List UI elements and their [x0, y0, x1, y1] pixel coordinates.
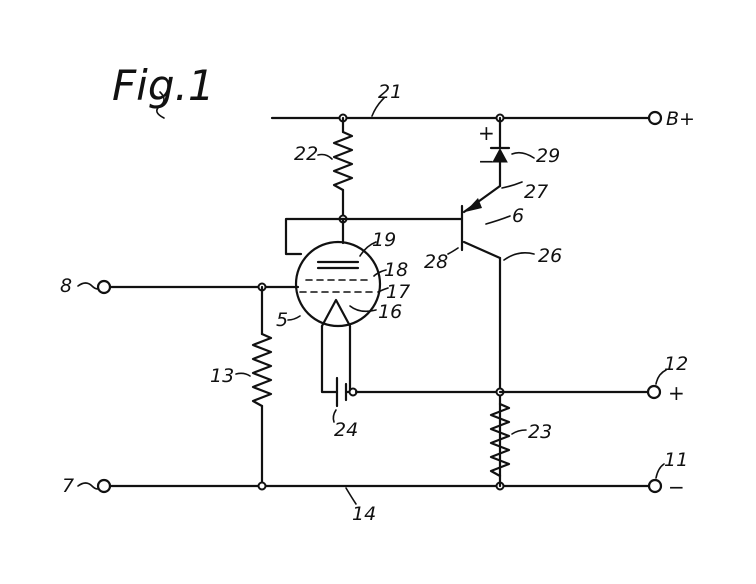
leader-5: [287, 315, 301, 321]
label-19: 19: [372, 229, 396, 251]
leader-6: [485, 215, 511, 225]
label-14: 14: [352, 503, 376, 525]
diode-29: + − 29: [478, 116, 560, 188]
diode-minus-sign: −: [478, 149, 495, 173]
label-21: 21: [378, 81, 402, 103]
label-24: 24: [334, 419, 358, 441]
label-17: 17: [386, 281, 410, 303]
b-plus-terminal[interactable]: B+: [647, 108, 695, 130]
terminal-12-circle[interactable]: [646, 384, 662, 400]
diode-triangle: [492, 147, 508, 163]
label-7: 7: [62, 475, 74, 497]
label-5: 5: [276, 309, 288, 331]
resistor-22: 22: [294, 116, 354, 221]
leader-28: [447, 247, 459, 255]
leader-12: [655, 369, 667, 385]
leader-29: [511, 151, 535, 159]
label-26: 26: [538, 245, 562, 267]
label-12: 12: [664, 353, 688, 375]
leader-21: [371, 97, 385, 117]
label-27: 27: [524, 181, 548, 203]
label-29: 29: [536, 145, 560, 167]
figure-title-flourish: [156, 91, 165, 119]
figure-title: Fig.1: [112, 61, 215, 119]
label-16: 16: [378, 301, 402, 323]
minus-output-sign: −: [668, 475, 685, 499]
emitter-arrow: [465, 198, 482, 212]
leader-22: [317, 153, 333, 160]
resistor-13-zigzag: [251, 332, 273, 408]
diode-plus-sign: +: [478, 121, 495, 145]
leader-19: [359, 241, 377, 257]
plate-node: [284, 214, 464, 256]
leader-18: [373, 269, 387, 277]
leader-24: [332, 409, 337, 423]
terminal-11-circle[interactable]: [647, 478, 663, 494]
label-18: 18: [384, 259, 408, 281]
leader-11: [655, 463, 665, 479]
leader-23: [511, 429, 527, 435]
vacuum-tube-5: 19 18 17 16 5: [260, 229, 410, 331]
transistor-collector: [462, 240, 502, 260]
b-plus-label: B+: [666, 108, 695, 130]
tube-envelope: [294, 240, 382, 328]
leader-27: [501, 181, 523, 189]
plus-output-sign: +: [668, 381, 685, 405]
leader-17: [377, 287, 389, 293]
resistor-22-zigzag: [332, 130, 354, 192]
leader-26: [503, 252, 535, 261]
output-terminal-11[interactable]: − 11: [647, 449, 688, 499]
terminal-8-circle[interactable]: [96, 279, 112, 295]
resistor-13: 13: [210, 285, 273, 488]
output-terminal-12[interactable]: + 12: [498, 353, 688, 405]
label-13: 13: [210, 365, 234, 387]
plate-feedback-loop: [284, 217, 345, 256]
top-bus: 21: [270, 81, 650, 123]
label-8: 8: [60, 275, 72, 297]
leader-13: [235, 372, 251, 377]
label-6: 6: [512, 205, 524, 227]
terminal-7-circle[interactable]: [96, 478, 112, 494]
resistor-23-zigzag: [489, 402, 511, 478]
label-28: 28: [424, 251, 448, 273]
label-11: 11: [664, 449, 688, 471]
leader-16: [349, 305, 377, 313]
filament-lead-left: [320, 324, 339, 394]
cathode-filament: [320, 298, 352, 328]
bottom-bus: 7 14: [62, 475, 651, 525]
leader-14: [345, 487, 357, 505]
label-23: 23: [528, 421, 552, 443]
junction-bottom-left: [257, 481, 267, 491]
label-22: 22: [294, 143, 318, 165]
resistor-23: 23: [489, 402, 552, 478]
b-plus-terminal-circle[interactable]: [647, 110, 663, 126]
input-terminal-8[interactable]: 8: [60, 275, 267, 297]
battery-24: 24: [320, 324, 502, 441]
